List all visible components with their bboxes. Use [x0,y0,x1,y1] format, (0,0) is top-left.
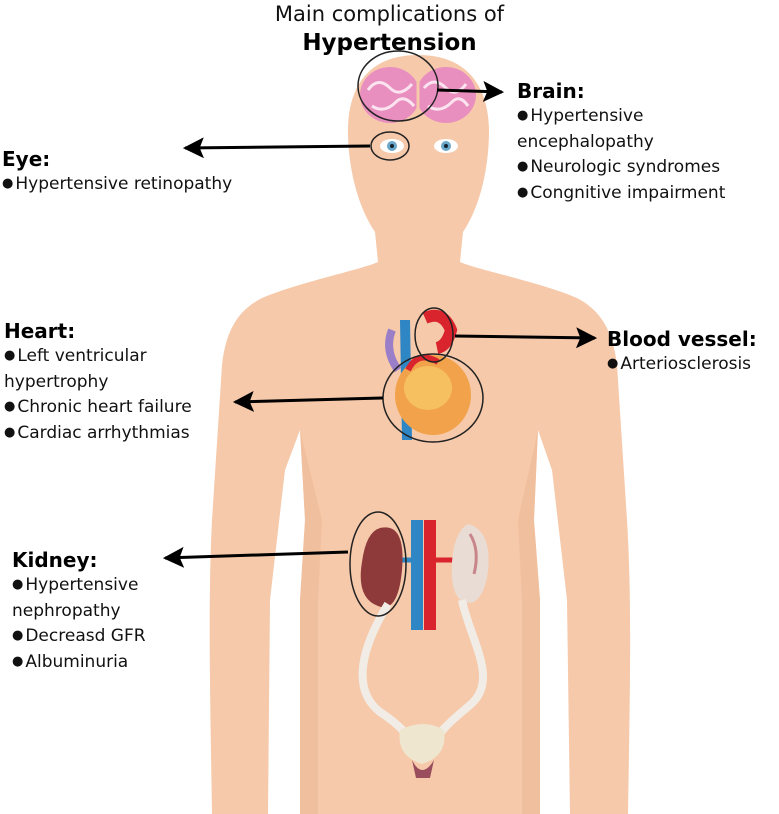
heart-item: ●Left ventricular hypertrophy [4,346,147,392]
blood-vessel-arrow [454,327,598,349]
eye-item: ●Hypertensive retinopathy [2,174,233,194]
heart-label-block: Heart: ●Left ventricular hypertrophy ●Ch… [4,318,234,447]
heart-arrow [232,390,384,412]
brain-item: ●Neurologic syndromes [517,157,721,177]
kidney-arrow [162,546,349,568]
brain-item: ●Congnitive impairment [517,183,726,203]
kidney-item: ●Hypertensive nephropathy [12,575,139,621]
eyes-illustration [380,139,458,153]
brain-highlight-circle [357,50,439,122]
blood-vessel-heading: Blood vessel: [607,327,757,351]
brain-label-block: Brain: ●Hypertensive encephalopathy ●Neu… [517,78,767,207]
heart-heading: Heart: [4,319,76,343]
heart-item: ●Cardiac arrhythmias [4,423,190,443]
kidney-complication-list: ●Hypertensive nephropathy ●Decreasd GFR … [12,573,212,676]
eye-complication-list: ●Hypertensive retinopathy [2,172,302,198]
kidney-label-block: Kidney: ●Hypertensive nephropathy ●Decre… [12,547,212,676]
brain-item: ●Hypertensive encephalopathy [517,106,654,152]
blood-vessel-item: ●Arteriosclerosis [607,354,752,374]
blood-vessel-label-block: Blood vessel: ●Arteriosclerosis [607,326,777,378]
brain-heading: Brain: [517,79,585,103]
brain-illustration [360,67,476,123]
eye-arrow [182,137,371,159]
kidney-item: ●Decreasd GFR [12,626,146,646]
heart-illustration [385,309,471,440]
eye-heading: Eye: [2,147,51,171]
heart-complication-list: ●Left ventricular hypertrophy ●Chronic h… [4,344,234,447]
eye-highlight-circle [370,131,410,161]
kidney-illustration [358,520,489,778]
brain-complication-list: ●Hypertensive encephalopathy ●Neurologic… [517,104,767,207]
blood-vessel-highlight-circle [414,307,454,363]
kidney-highlight-circle [349,511,407,617]
diagram-title-line2: Hypertension [302,30,477,56]
diagram-title-line1: Main complications of [274,2,505,26]
blood-vessel-complication-list: ●Arteriosclerosis [607,352,777,378]
kidney-heading: Kidney: [12,548,98,572]
eye-label-block: Eye: ●Hypertensive retinopathy [2,146,302,198]
brain-arrow [436,80,505,102]
human-silhouette [209,55,631,814]
kidney-item: ●Albuminuria [12,652,129,672]
heart-item: ●Chronic heart failure [4,397,192,417]
